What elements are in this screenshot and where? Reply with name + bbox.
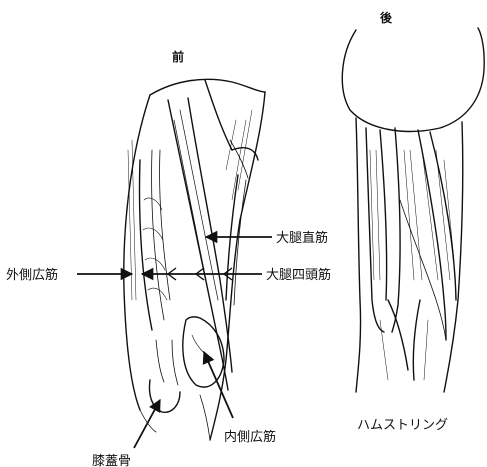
back-view-title: 後	[380, 10, 393, 25]
quadriceps-label: 大腿四頭筋	[266, 267, 331, 283]
vastus-lateralis-label: 外側広筋	[6, 267, 58, 283]
back-thigh-drawing	[342, 28, 484, 392]
front-thigh-drawing	[124, 79, 265, 440]
vastus-medialis-arrow	[204, 352, 233, 418]
front-view-title: 前	[172, 49, 184, 64]
rectus-femoris-label: 大腿直筋	[276, 230, 328, 246]
patella-label: 膝蓋骨	[92, 454, 131, 467]
vastus-medialis-label: 内側広筋	[224, 429, 276, 445]
patella-arrow	[134, 400, 160, 448]
hamstrings-label: ハムストリング	[357, 418, 448, 433]
